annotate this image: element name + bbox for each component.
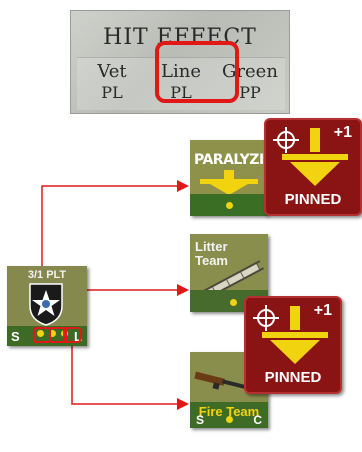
litter-team-dot: [230, 299, 237, 306]
paralyzed-counter[interactable]: PARALYZI: [190, 140, 268, 216]
division-star-icon: [29, 283, 63, 326]
fire-team-right-letter: C: [253, 413, 262, 427]
column-header: Line: [161, 61, 201, 82]
pinned-marker-bottom[interactable]: +1 PINNED: [244, 296, 342, 394]
platoon-right-letter: L: [74, 329, 82, 344]
litter-label-line1: Litter: [195, 239, 228, 254]
fire-team-dot: [226, 416, 233, 423]
pinned-marker-top[interactable]: +1 PINNED: [264, 118, 362, 216]
pinned-graphic-icon: [253, 305, 328, 364]
pinned-graphic-icon: [273, 127, 348, 186]
pinned-modifier: +1: [313, 302, 332, 319]
platoon-dot-1: [37, 330, 44, 337]
platoon-dot-2: [49, 330, 56, 337]
down-arrow-icon: [200, 170, 258, 195]
fire-team-label: Fire Team: [198, 404, 260, 419]
hit-effect-column-line: Line PL: [146, 62, 216, 104]
fire-team-band: [190, 402, 268, 428]
platoon-left-letter: S: [11, 329, 20, 344]
platoon-label: 3/1 PLT: [27, 269, 67, 281]
platoon-counter[interactable]: 3/1 PLT S L: [7, 266, 87, 346]
line-column-highlight: [155, 41, 239, 103]
dot-highlight-3: [63, 327, 81, 343]
paralyzed-dot: [226, 202, 233, 209]
dot-highlight-2: [49, 327, 67, 343]
litter-team-label: Litter Team: [195, 240, 228, 268]
column-value: PL: [101, 83, 123, 102]
litter-label-line2: Team: [195, 253, 228, 268]
paralyzed-label: PARALYZI: [194, 152, 264, 168]
column-value: PL: [170, 83, 192, 102]
column-header: Vet: [97, 61, 127, 82]
pinned-label: PINNED: [284, 191, 342, 208]
arrow-to-fire-team: [71, 336, 189, 410]
hit-effect-column-vet: Vet PL: [77, 62, 147, 104]
fire-team-left-letter: S: [196, 413, 205, 427]
hit-effect-table: Vet PL Line PL Green PP: [77, 57, 285, 110]
hit-effect-chart: HIT EFFECT Vet PL Line PL Green PP: [70, 10, 290, 114]
pinned-modifier: +1: [333, 124, 352, 141]
pinned-label: PINNED: [264, 369, 322, 386]
column-value: PP: [239, 83, 261, 102]
